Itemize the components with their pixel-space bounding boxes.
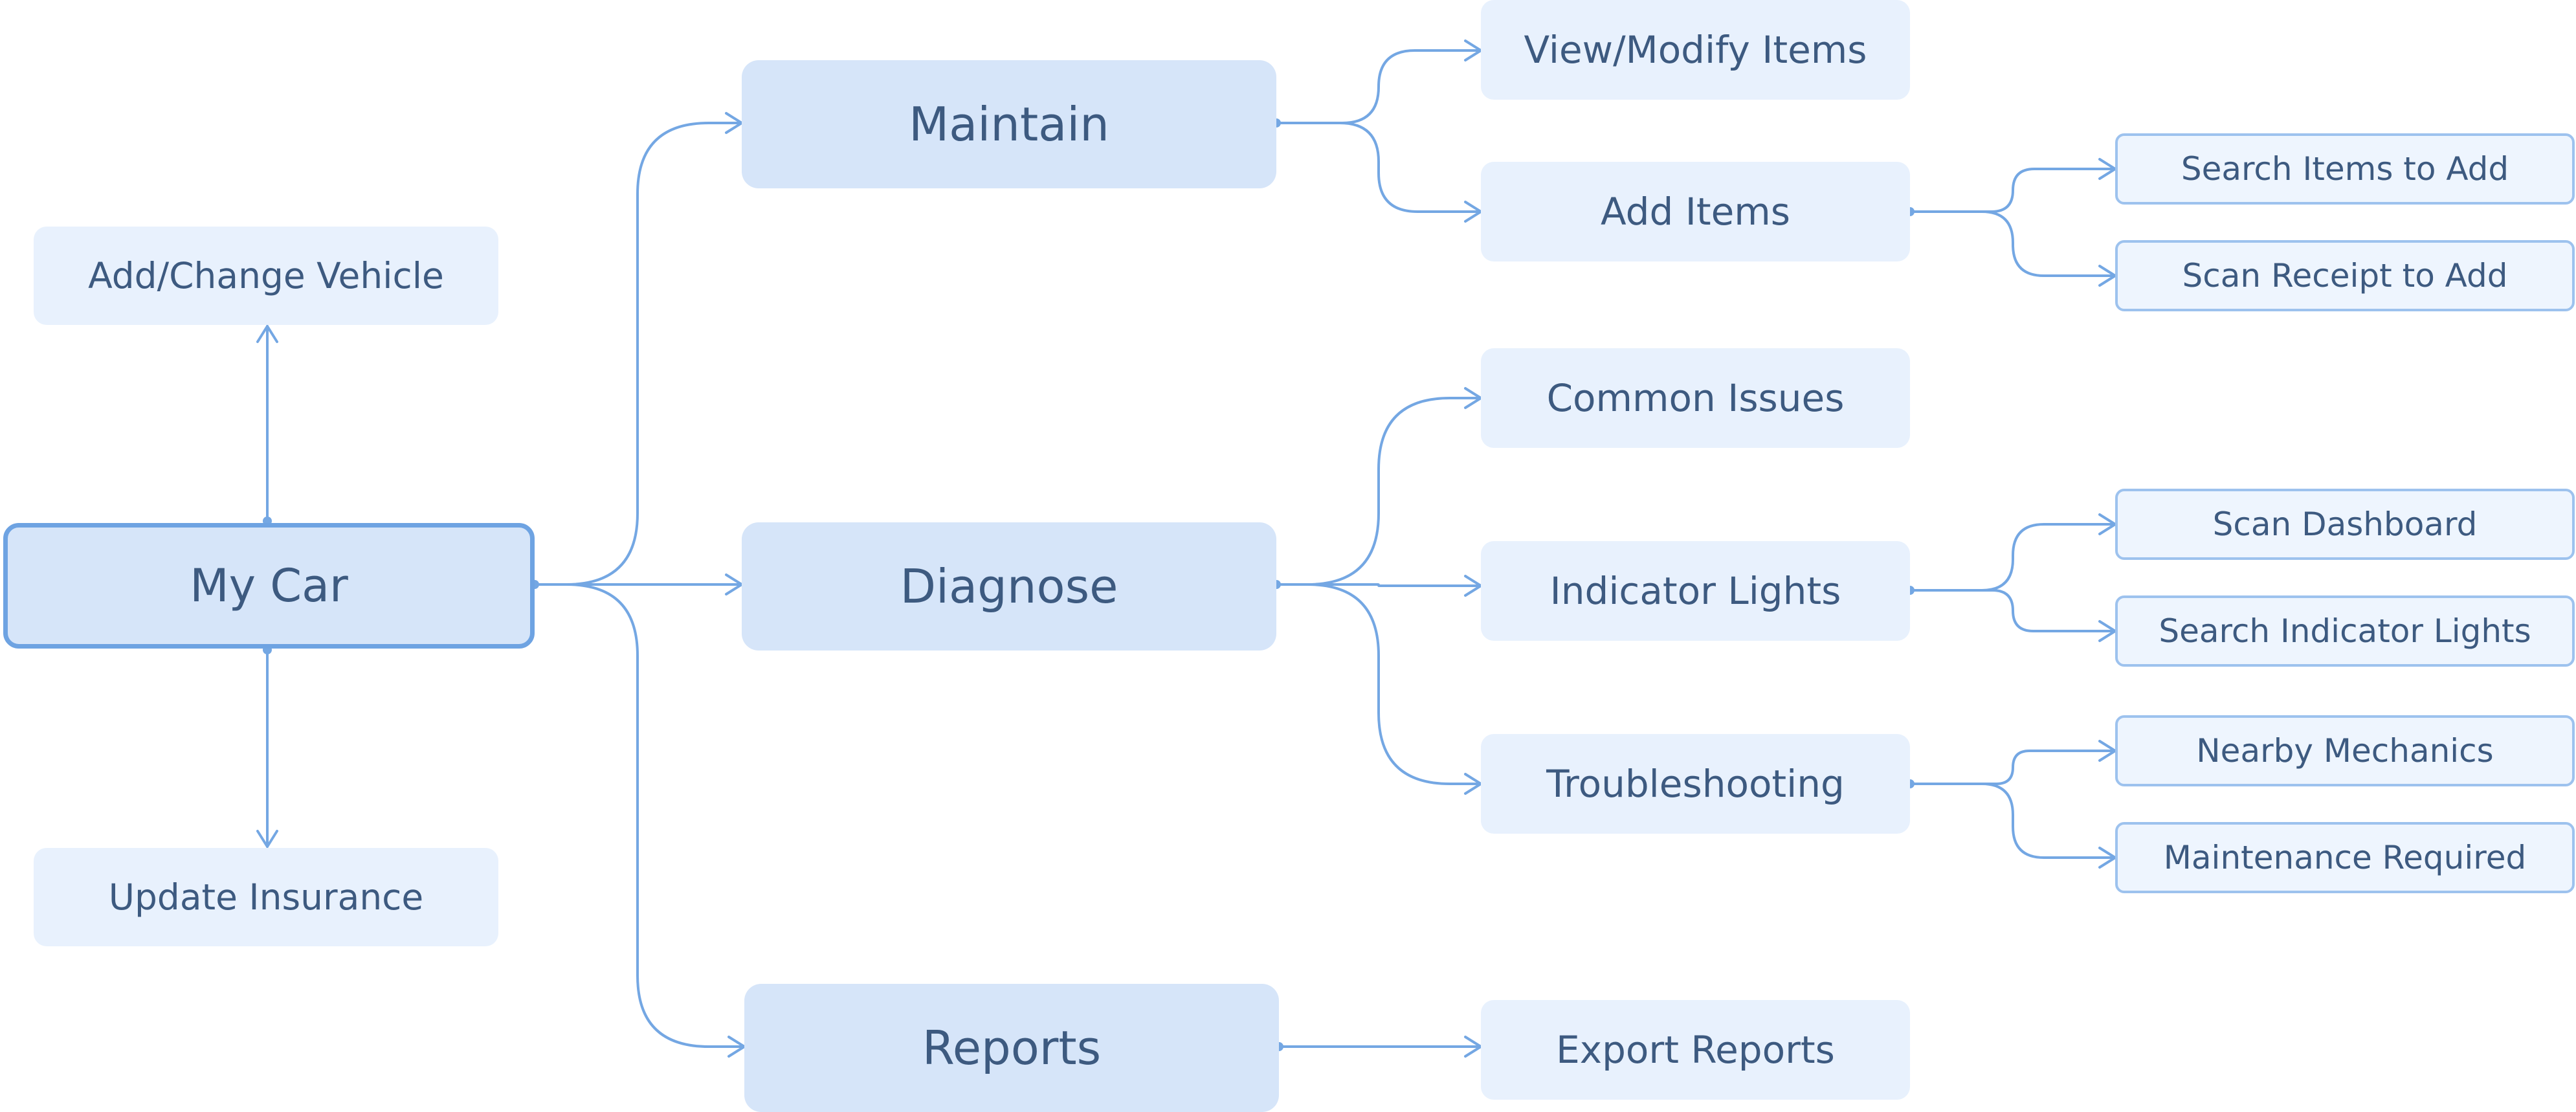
node-export-reports[interactable]: Export Reports	[1481, 1000, 1910, 1100]
link-add-items-to-search-items	[1909, 168, 2116, 213]
link-maintain-to-view-modify-items-arrowhead	[1464, 39, 1482, 61]
node-indicator-lights[interactable]: Indicator Lights	[1481, 541, 1910, 641]
node-scan-dashboard[interactable]: Scan Dashboard	[2115, 489, 2575, 560]
link-diagnose-to-indicator-lights-arrowhead	[1464, 575, 1482, 597]
link-add-items-to-scan-receipt	[1909, 210, 2116, 277]
link-troubleshooting-to-maintenance-required-arrowhead	[2098, 847, 2116, 869]
link-maintain-to-view-modify-items	[1275, 49, 1482, 124]
node-search-indicator-lights[interactable]: Search Indicator Lights	[2115, 595, 2575, 667]
link-troubleshooting-to-nearby-mechanics	[1909, 750, 2116, 785]
node-add-change-vehicle[interactable]: Add/Change Vehicle	[34, 227, 498, 325]
node-view-modify-items[interactable]: View/Modify Items	[1481, 0, 1910, 100]
link-root-to-update-insurance-arrowhead	[256, 830, 278, 848]
link-diagnose-to-common-issues	[1275, 397, 1482, 586]
link-maintain-to-add-items	[1275, 122, 1482, 213]
node-maintain[interactable]: Maintain	[742, 60, 1276, 188]
node-common-issues[interactable]: Common Issues	[1481, 348, 1910, 448]
link-diagnose-to-troubleshooting-arrowhead	[1464, 773, 1482, 795]
link-add-items-to-search-items-arrowhead	[2098, 158, 2116, 180]
node-scan-receipt-to-add[interactable]: Scan Receipt to Add	[2115, 240, 2575, 311]
link-indicator-to-scan-dashboard	[1909, 523, 2116, 592]
link-troubleshooting-to-nearby-mechanics-arrowhead	[2098, 740, 2116, 762]
link-maintain-to-add-items-arrowhead	[1464, 201, 1482, 223]
node-troubleshooting[interactable]: Troubleshooting	[1481, 734, 1910, 834]
node-my-car[interactable]: My Car	[3, 523, 535, 649]
link-diagnose-to-troubleshooting	[1275, 583, 1482, 785]
link-indicator-to-search-indicator-lights	[1909, 589, 2116, 632]
node-add-items[interactable]: Add Items	[1481, 162, 1910, 261]
node-search-items-to-add[interactable]: Search Items to Add	[2115, 133, 2575, 205]
link-reports-to-export-reports-arrowhead	[1464, 1036, 1482, 1058]
node-update-insurance[interactable]: Update Insurance	[34, 848, 498, 946]
link-root-to-diagnose-arrowhead	[725, 573, 743, 595]
link-root-to-reports	[533, 583, 746, 1048]
node-diagnose[interactable]: Diagnose	[742, 522, 1276, 651]
link-add-items-to-scan-receipt-arrowhead	[2098, 265, 2116, 287]
link-troubleshooting-to-maintenance-required	[1909, 783, 2116, 859]
link-diagnose-to-common-issues-arrowhead	[1464, 387, 1482, 409]
link-indicator-to-scan-dashboard-arrowhead	[2098, 513, 2116, 535]
node-reports[interactable]: Reports	[744, 984, 1279, 1112]
node-nearby-mechanics[interactable]: Nearby Mechanics	[2115, 715, 2575, 786]
link-root-to-maintain	[533, 122, 743, 586]
link-root-to-maintain-arrowhead	[725, 112, 743, 134]
link-root-to-reports-arrowhead	[727, 1036, 746, 1058]
node-maintenance-required[interactable]: Maintenance Required	[2115, 822, 2575, 893]
link-indicator-to-search-indicator-lights-arrowhead	[2098, 620, 2116, 642]
link-diagnose-to-indicator-lights	[1275, 583, 1482, 587]
link-root-to-add-change-vehicle-arrowhead	[256, 325, 278, 343]
